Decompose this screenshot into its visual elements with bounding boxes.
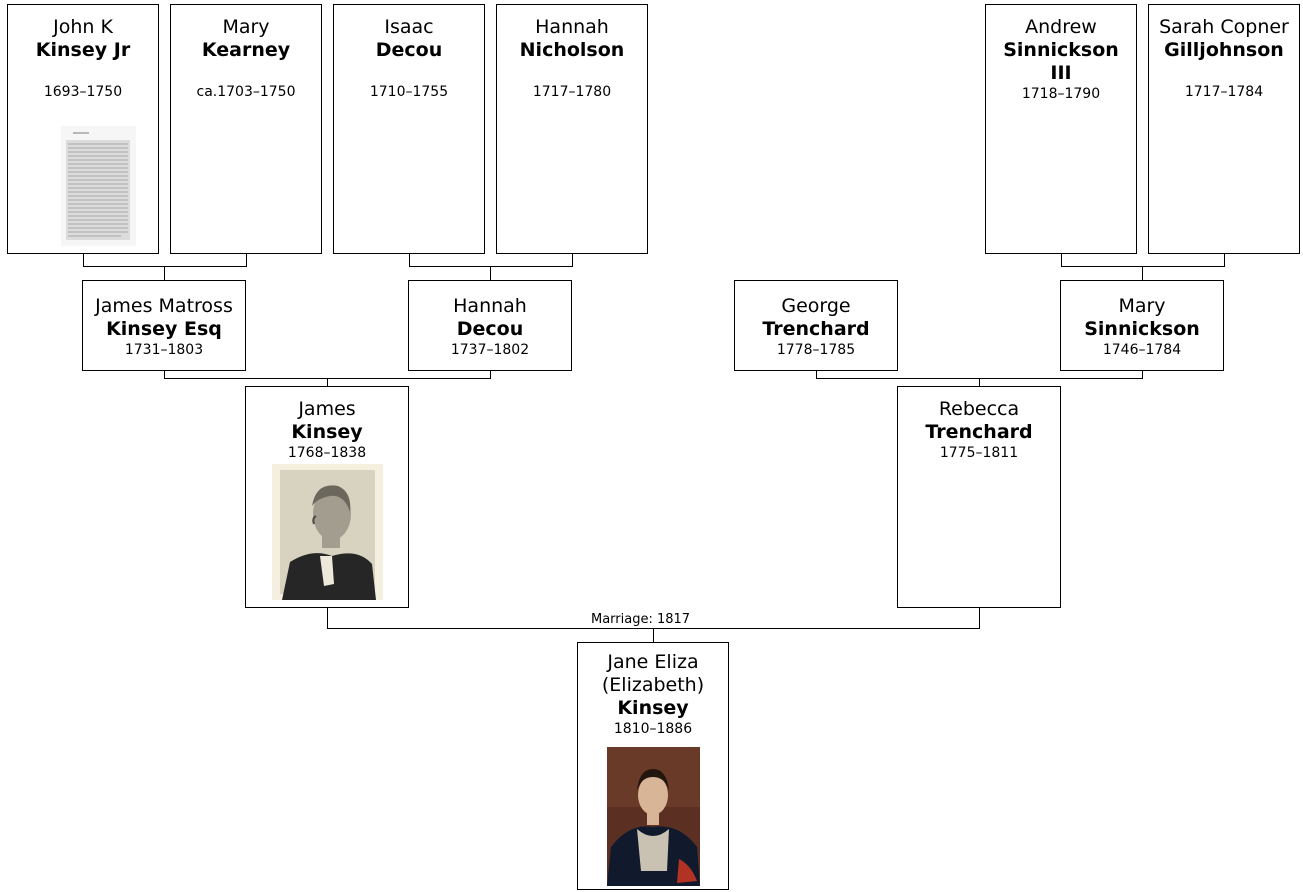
connector (653, 628, 654, 642)
first-name: Jane Eliza (Elizabeth) (601, 651, 705, 696)
connector (1142, 371, 1143, 379)
last-name: Decou (456, 318, 524, 340)
last-name: Nicholson (519, 39, 625, 61)
last-name: Gilljohnson (1164, 39, 1284, 61)
life-dates: 1746–1784 (1102, 342, 1182, 358)
life-dates: 1775–1811 (939, 445, 1019, 461)
life-dates: 1710–1755 (369, 84, 449, 100)
connector (979, 378, 980, 386)
connector (164, 371, 165, 379)
last-name: Sinnickson III (1003, 39, 1119, 84)
connector (246, 254, 247, 267)
first-name: Rebecca (938, 398, 1020, 420)
connector (572, 254, 573, 267)
life-dates: 1731–1803 (124, 342, 204, 358)
person-card-andrew-sinnickson[interactable]: Andrew Sinnickson III 1718–1790 (985, 4, 1137, 254)
person-card-mary-kearney[interactable]: Mary Kearney ca.1703–1750 (170, 4, 322, 254)
connector (1224, 254, 1225, 267)
connector (490, 266, 491, 280)
person-card-hannah-nicholson[interactable]: Hannah Nicholson 1717–1780 (496, 4, 648, 254)
person-card-hannah-decou[interactable]: Hannah Decou 1737–1802 (408, 280, 572, 371)
last-name: Kearney (201, 39, 291, 61)
person-card-jane-eliza-kinsey[interactable]: Jane Eliza (Elizabeth) Kinsey 1810–1886 (577, 642, 729, 890)
first-name: Mary (1118, 295, 1166, 317)
person-card-rebecca-trenchard[interactable]: Rebecca Trenchard 1775–1811 (897, 386, 1061, 608)
last-name: Sinnickson (1084, 318, 1200, 340)
last-name: Kinsey Jr (35, 39, 131, 61)
last-name: Kinsey (617, 697, 689, 719)
life-dates: 1717–1780 (532, 84, 612, 100)
person-card-sarah-gilljohnson[interactable]: Sarah Copner Gilljohnson 1717–1784 (1148, 4, 1300, 254)
connector (164, 266, 165, 280)
life-dates: 1693–1750 (43, 84, 123, 100)
connector (1142, 266, 1143, 280)
connector (490, 371, 491, 379)
connector (1061, 254, 1062, 267)
connector (327, 608, 328, 629)
person-card-james-matross-kinsey[interactable]: James Matross Kinsey Esq 1731–1803 (82, 280, 246, 371)
person-card-george-trenchard[interactable]: George Trenchard 1778–1785 (734, 280, 898, 371)
connector (979, 608, 980, 629)
life-dates: 1778–1785 (776, 342, 856, 358)
life-dates: 1810–1886 (613, 721, 693, 737)
portrait-photo[interactable] (272, 464, 383, 600)
person-card-james-kinsey[interactable]: James Kinsey 1768–1838 (245, 386, 409, 608)
marriage-label: Marriage: 1817 (591, 612, 691, 627)
first-name: Mary (222, 16, 270, 38)
first-name: Hannah (453, 295, 527, 317)
life-dates: 1737–1802 (450, 342, 530, 358)
last-name: Kinsey Esq (106, 318, 222, 340)
connector (409, 254, 410, 267)
first-name: Isaac (384, 16, 434, 38)
first-name: John K (53, 16, 113, 38)
last-name: Trenchard (925, 421, 1033, 443)
person-card-mary-sinnickson[interactable]: Mary Sinnickson 1746–1784 (1060, 280, 1224, 371)
life-dates: 1717–1784 (1184, 84, 1264, 100)
first-name: James (298, 398, 356, 420)
first-name: George (781, 295, 851, 317)
first-name: James Matross (95, 295, 233, 317)
portrait-photo[interactable] (607, 747, 700, 886)
last-name: Trenchard (762, 318, 870, 340)
person-card-john-kinsey-jr[interactable]: John K Kinsey Jr 1693–1750 (7, 4, 159, 254)
last-name: Kinsey (291, 421, 363, 443)
connector (409, 266, 573, 267)
connector (83, 254, 84, 267)
last-name: Decou (375, 39, 443, 61)
first-name: Andrew (1025, 16, 1097, 38)
life-dates: 1768–1838 (287, 445, 367, 461)
connector (83, 266, 247, 267)
connector (816, 371, 817, 379)
document-photo[interactable] (61, 126, 136, 246)
connector (327, 378, 328, 386)
life-dates: 1718–1790 (1021, 86, 1101, 102)
connector (1061, 266, 1225, 267)
life-dates: ca.1703–1750 (196, 84, 296, 100)
first-name: Hannah (535, 16, 609, 38)
person-card-isaac-decou[interactable]: Isaac Decou 1710–1755 (333, 4, 485, 254)
first-name: Sarah Copner (1159, 16, 1289, 38)
